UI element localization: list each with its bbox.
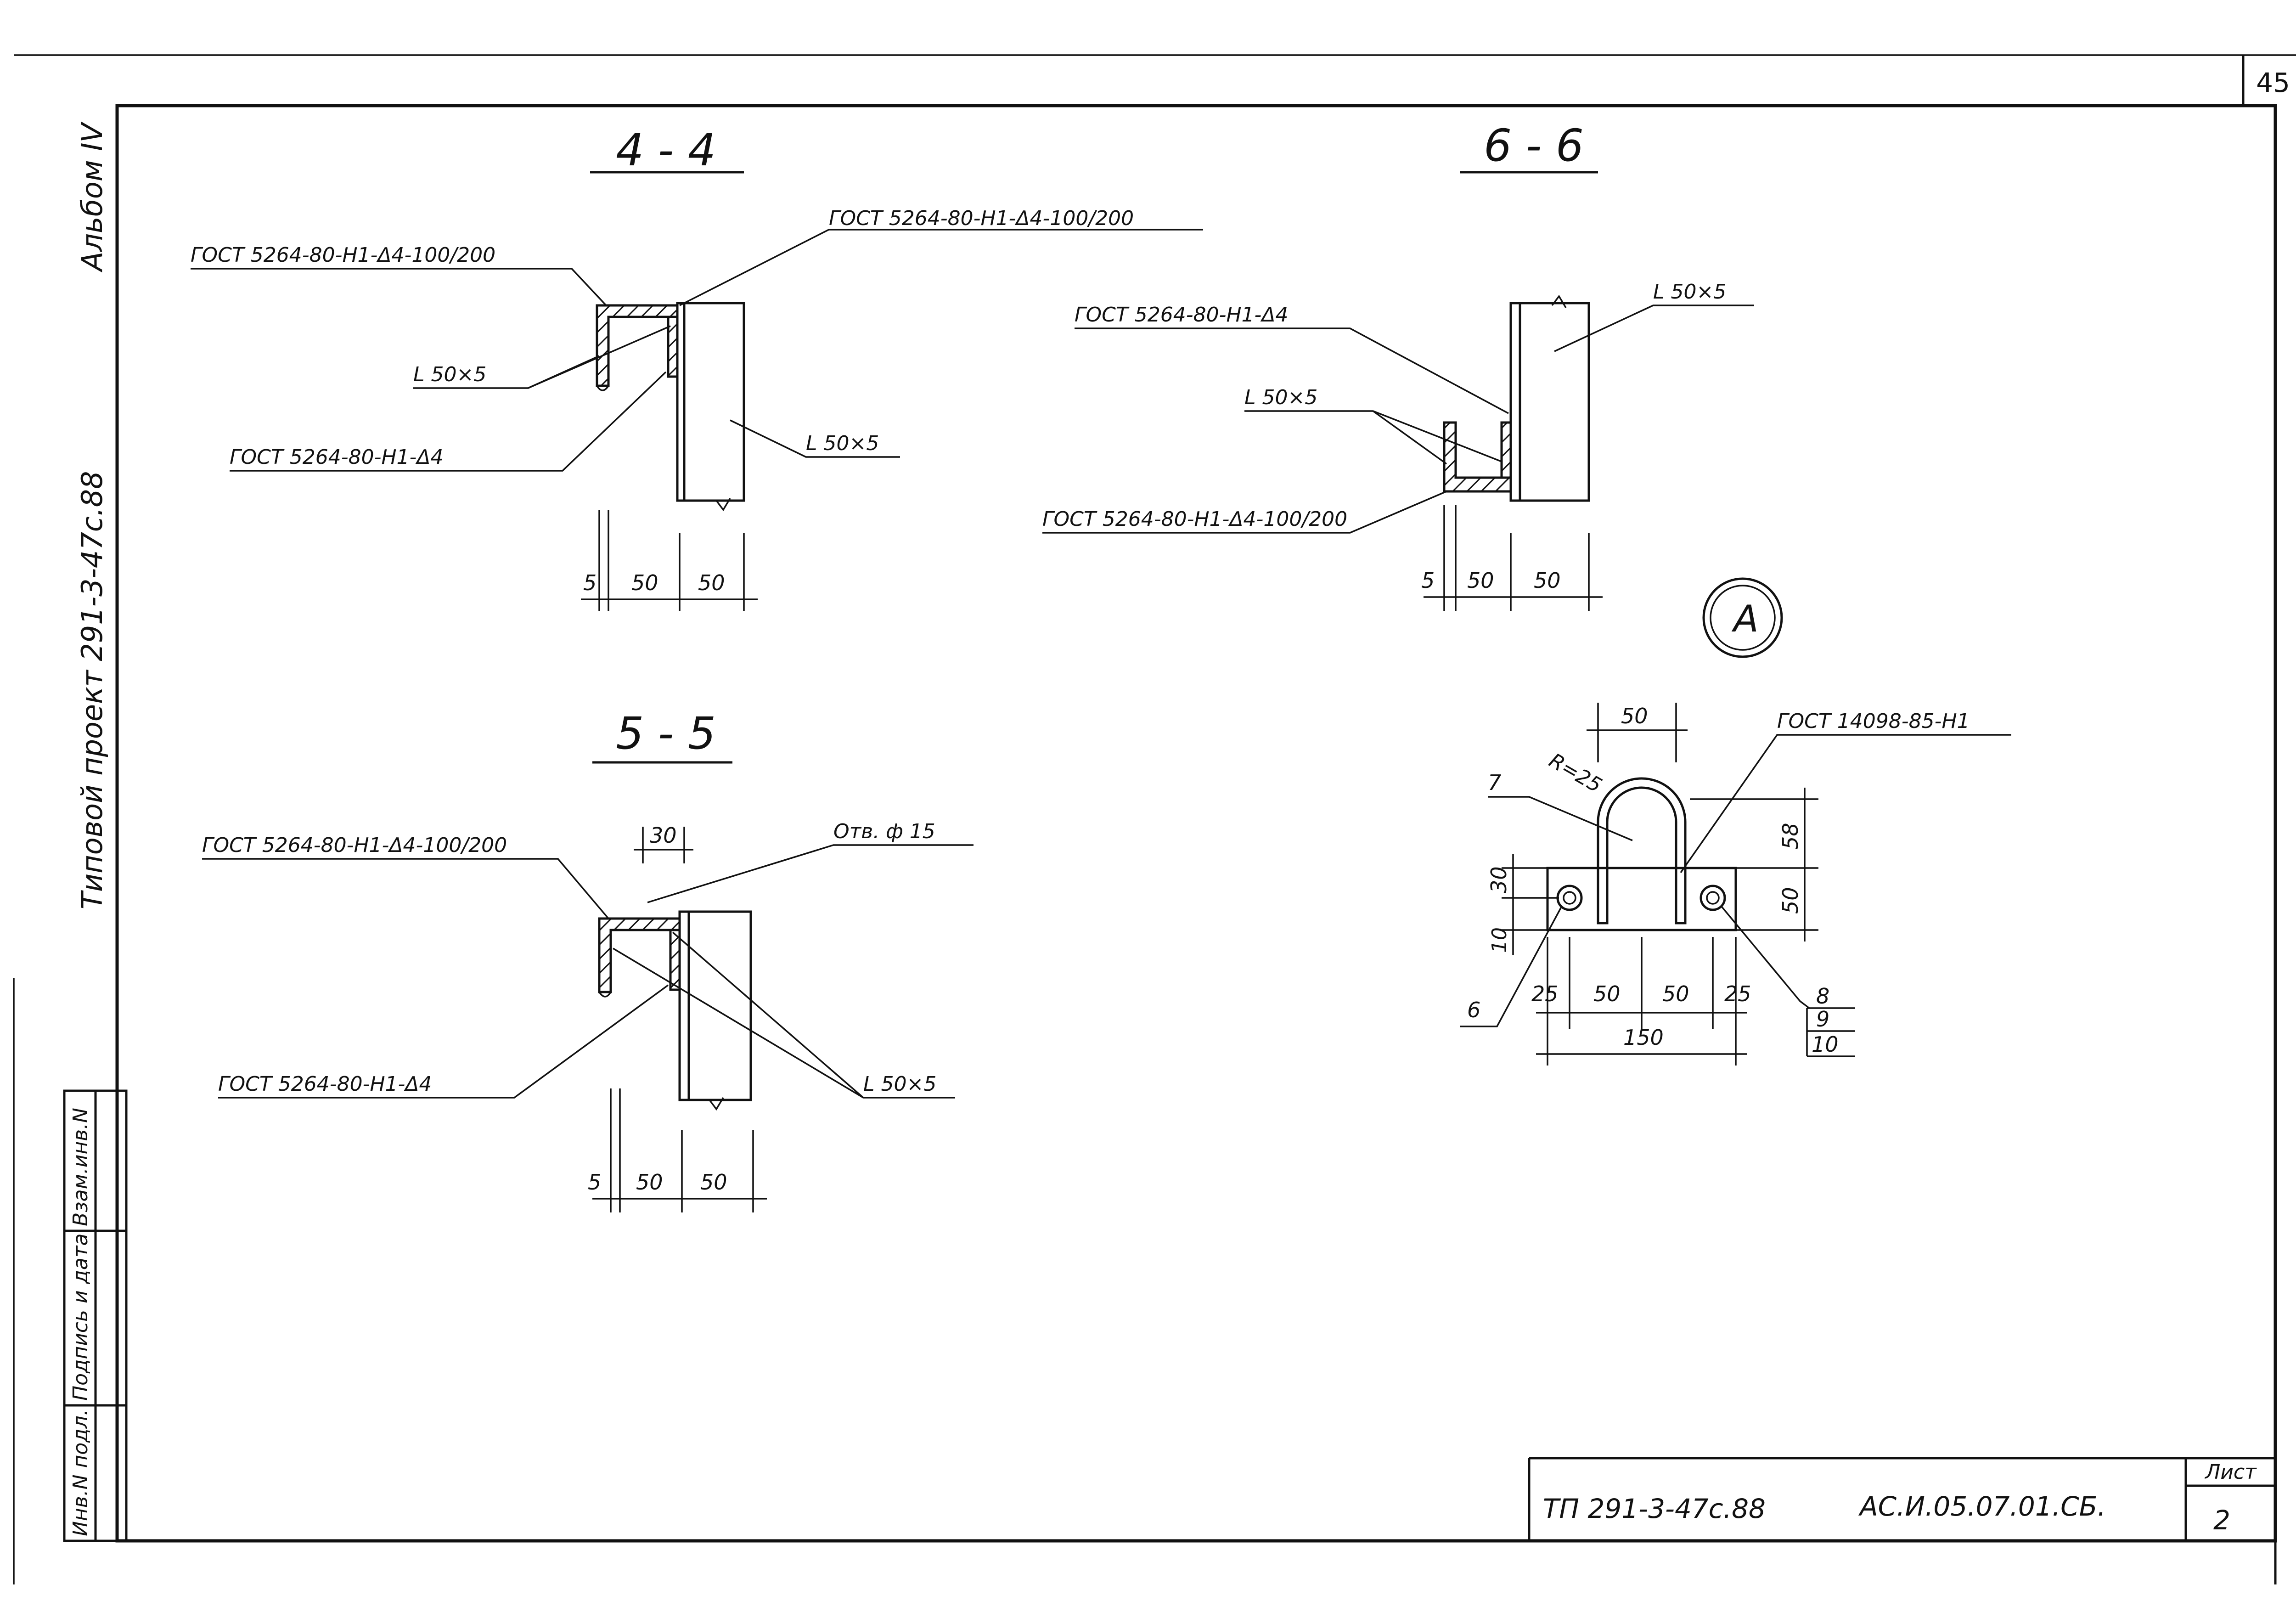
node-a-dim-25b: 25 — [1724, 981, 1751, 1006]
section-4-4-dim-50a: 50 — [631, 570, 658, 595]
section-6-6-title: 6 - 6 — [1484, 120, 1584, 171]
section-5-5-dim-50b: 50 — [700, 1170, 727, 1195]
page-number: 45 — [2256, 67, 2290, 98]
node-a-pos-6: 6 — [1467, 998, 1480, 1022]
section-5-5-dim-30: 30 — [650, 823, 677, 848]
stamp-sign-label: Подпись и дата — [69, 1234, 92, 1401]
node-a-dim-10v: 10 — [1488, 927, 1511, 953]
node-a-pos-7: 7 — [1488, 770, 1501, 795]
section-5-5-hole: Отв. ф 15 — [833, 820, 935, 843]
node-a-pos-9: 9 — [1816, 1007, 1829, 1032]
node-a: А 50 R=25 7 ГОСТ 14098-85-Н1 58 50 3 — [1460, 577, 2011, 1066]
node-a-pos-10: 10 — [1812, 1032, 1839, 1057]
section-5-5-angle: L 50×5 — [863, 1072, 936, 1096]
section-6-6-angle-top: L 50×5 — [1653, 280, 1726, 304]
section-5-5: 5 - 5 30 ГОСТ 5264-80-Н1-Δ4-100/200 Отв.… — [202, 708, 974, 1212]
node-a-marker: А — [1731, 598, 1759, 640]
section-4-4-weld-top-left: ГОСТ 5264-80-Н1-Δ4-100/200 — [191, 243, 495, 267]
node-a-dim-50a: 50 — [1593, 981, 1621, 1006]
node-a-radius: R=25 — [1545, 749, 1606, 797]
node-a-dim-25a: 25 — [1531, 981, 1559, 1006]
section-4-4-dim-5: 5 — [583, 570, 597, 595]
node-a-dim-50b: 50 — [1662, 981, 1689, 1006]
section-6-6-dim-5: 5 — [1421, 568, 1435, 593]
section-6-6-angle-left: L 50×5 — [1244, 386, 1317, 409]
node-a-dim-30v: 30 — [1486, 866, 1511, 893]
section-4-4-angle-right: L 50×5 — [806, 432, 879, 455]
section-6-6-dim-50a: 50 — [1467, 568, 1494, 593]
node-a-dim-50v: 50 — [1778, 887, 1803, 914]
title-block: ТП 291-3-47с.88 АС.И.05.07.01.СБ. Лист 2 — [1528, 1457, 2275, 1541]
sheet-frame — [13, 54, 2296, 1584]
node-a-dim-top: 50 — [1621, 704, 1648, 728]
project-label: Типовой проект 291-3-47с.88 — [75, 471, 109, 909]
section-4-4-weld-top-right: ГОСТ 5264-80-Н1-Δ4-100/200 — [829, 207, 1134, 230]
section-6-6-dim-50b: 50 — [1534, 568, 1561, 593]
sheet-number: 2 — [2213, 1505, 2230, 1536]
page-number-box: 45 — [2256, 67, 2290, 98]
section-4-4-weld-bottom: ГОСТ 5264-80-Н1-Δ4 — [230, 445, 444, 469]
album-label: Альбом IV — [75, 121, 109, 273]
node-a-pos-8: 8 — [1816, 984, 1829, 1009]
stamp-inv-label: Инв.N подл. — [69, 1409, 92, 1536]
section-5-5-dim-5: 5 — [588, 1170, 601, 1195]
section-4-4-dim-50b: 50 — [698, 570, 725, 595]
section-6-6: 6 - 6 ГОСТ 5264-80-Н1-Δ4 L 50×5 L 50×5 Г… — [1042, 120, 1754, 611]
section-4-4: 4 - 4 ГОСТ 5264-80-Н1-Δ4-100/200 ГОСТ 52… — [191, 124, 1203, 611]
node-a-dim-total: 150 — [1623, 1025, 1664, 1050]
section-5-5-weld-top: ГОСТ 5264-80-Н1-Δ4-100/200 — [202, 834, 507, 857]
title-designation: АС.И.05.07.01.СБ. — [1858, 1491, 2106, 1522]
title-code: ТП 291-3-47с.88 — [1543, 1493, 1766, 1524]
node-a-gost: ГОСТ 14098-85-Н1 — [1777, 710, 1970, 733]
section-5-5-title: 5 - 5 — [616, 708, 716, 759]
section-5-5-weld-bottom: ГОСТ 5264-80-Н1-Δ4 — [218, 1072, 432, 1096]
section-4-4-angle-left: L 50×5 — [413, 363, 486, 386]
node-a-dim-58: 58 — [1778, 823, 1803, 850]
section-6-6-weld-top: ГОСТ 5264-80-Н1-Δ4 — [1075, 303, 1289, 327]
sheet-label: Лист — [2204, 1460, 2257, 1484]
stamp-replace-label: Взам.инв.N — [69, 1108, 92, 1226]
section-5-5-dim-50a: 50 — [636, 1170, 663, 1195]
section-6-6-weld-bottom: ГОСТ 5264-80-Н1-Δ4-100/200 — [1042, 507, 1347, 531]
section-4-4-title: 4 - 4 — [616, 124, 716, 176]
